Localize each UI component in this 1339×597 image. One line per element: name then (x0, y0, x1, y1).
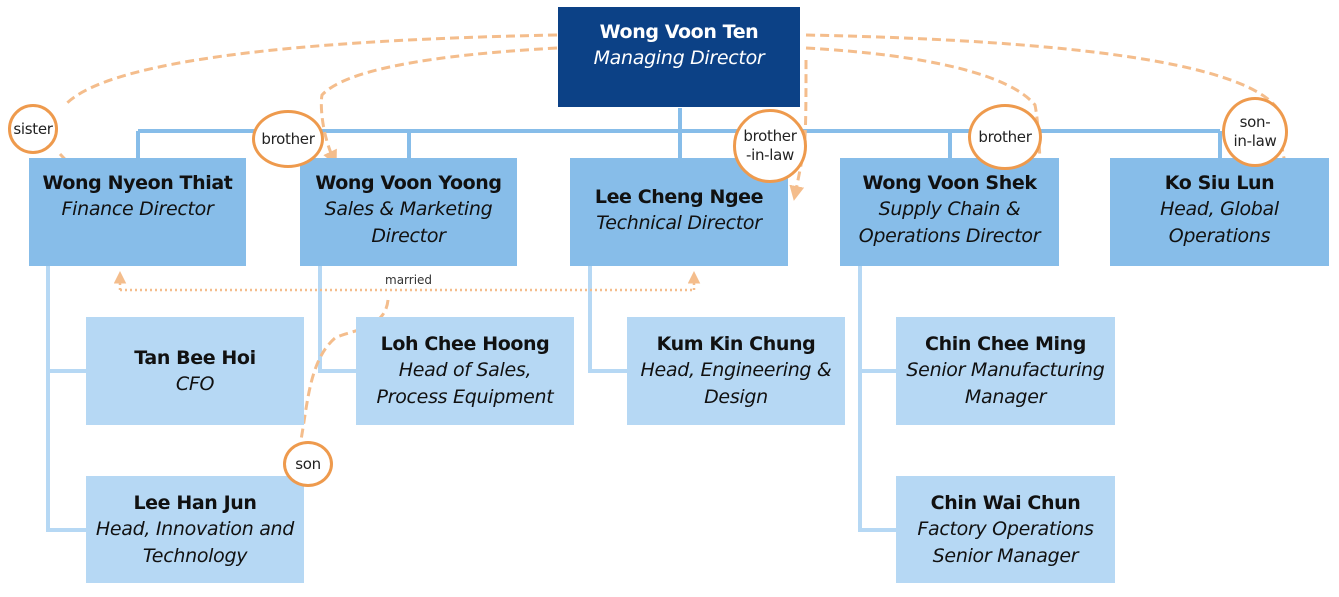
node-sales-marketing-director[interactable]: Wong Voon Yoong Sales & Marketing Direct… (300, 158, 517, 266)
relation-bubble-sister: sister (8, 104, 58, 154)
node-name: Chin Chee Ming (925, 333, 1086, 355)
relation-bubble-brother-in-law: brother -in-law (733, 109, 807, 183)
node-name: Wong Voon Ten (599, 21, 759, 43)
node-name: Kum Kin Chung (656, 333, 816, 355)
node-sales-head[interactable]: Loh Chee Hoong Head of Sales, Process Eq… (356, 317, 574, 425)
node-innovation-head[interactable]: Lee Han Jun Head, Innovation and Technol… (86, 476, 304, 583)
node-name: Ko Siu Lun (1164, 172, 1275, 194)
node-title: Factory Operations Senior Manager (917, 517, 1094, 567)
node-title: Sales & Marketing Director (324, 198, 493, 247)
relation-label-line: brother (743, 127, 797, 145)
relation-bubble-son-in-law: son- in-law (1222, 97, 1288, 167)
node-title: Technical Director (596, 212, 762, 234)
connector-sales-reports (318, 266, 356, 373)
relation-label: brother (261, 129, 315, 148)
relation-label-line: -in-law (745, 146, 795, 164)
relation-line-son (299, 299, 390, 441)
relation-label: son (295, 454, 321, 473)
node-title: CFO (175, 372, 215, 395)
node-cfo[interactable]: Tan Bee Hoi CFO (86, 317, 304, 425)
node-manufacturing-manager[interactable]: Chin Chee Ming Senior Manufacturing Mana… (896, 317, 1115, 425)
node-title: Senior Manufacturing Manager (906, 359, 1105, 408)
node-title: Head, Innovation and Technology (95, 517, 295, 567)
node-title: Head, Global Operations (1160, 198, 1279, 247)
node-title: Head of Sales, Process Equipment (376, 359, 554, 408)
connector-supply-reports (858, 266, 896, 532)
node-global-operations-head[interactable]: Ko Siu Lun Head, Global Operations (1110, 158, 1329, 266)
node-name: Wong Voon Shek (862, 172, 1037, 194)
node-name: Lee Cheng Ngee (594, 186, 764, 208)
relation-line-sister (64, 33, 558, 106)
relation-label-line: in-law (1233, 132, 1277, 150)
connector-finance-reports (46, 266, 86, 532)
node-name: Chin Wai Chun (930, 491, 1081, 514)
relation-label: sister (13, 119, 53, 138)
node-name: Wong Nyeon Thiat (42, 172, 233, 194)
relation-bubble-brother-shek: brother (968, 104, 1042, 170)
node-name: Lee Han Jun (133, 491, 257, 514)
node-managing-director[interactable]: Wong Voon Ten Managing Director (558, 7, 800, 107)
node-engineering-head[interactable]: Kum Kin Chung Head, Engineering & Design (627, 317, 845, 425)
node-title: Managing Director (593, 47, 765, 69)
node-name: Tan Bee Hoi (134, 346, 256, 369)
node-factory-operations-manager[interactable]: Chin Wai Chun Factory Operations Senior … (896, 476, 1115, 583)
node-supply-chain-director[interactable]: Wong Voon Shek Supply Chain & Operations… (840, 158, 1059, 266)
node-name: Loh Chee Hoong (380, 333, 550, 355)
relation-bubble-son: son (283, 441, 333, 487)
node-title: Head, Engineering & Design (640, 359, 832, 408)
relation-label-line: son- (1239, 113, 1271, 131)
relation-label: brother (978, 127, 1032, 146)
relation-bubble-brother-yoong: brother (252, 110, 324, 168)
node-name: Wong Voon Yoong (315, 172, 502, 194)
node-title: Finance Director (61, 198, 214, 220)
relation-line-brother-yoong (319, 46, 558, 166)
node-finance-director[interactable]: Wong Nyeon Thiat Finance Director (29, 158, 246, 266)
relation-label-married: married (385, 273, 433, 287)
node-title: Supply Chain & Operations Director (858, 198, 1041, 247)
connector-technical-reports (588, 266, 627, 373)
